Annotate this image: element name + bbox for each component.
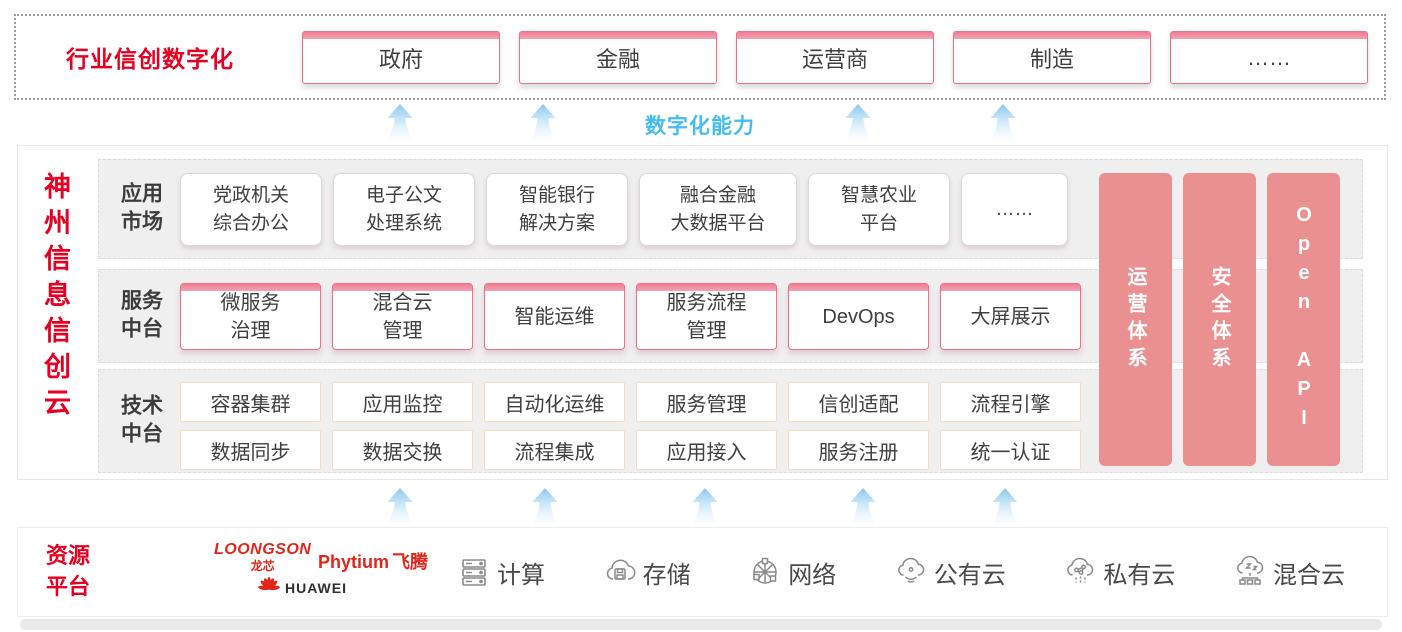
pillar-security-system: 安全体系 [1183,173,1256,466]
resource-item-private-cloud: 私有云 [1064,555,1175,590]
up-arrow-icon [387,104,413,142]
svc-box-service-process-mgmt: 服务流程 管理 [636,283,777,350]
industry-box-more: …… [1170,31,1368,84]
industry-box-finance: 金融 [519,31,717,84]
resource-item-public-cloud: 公有云 [895,555,1006,590]
tech-box-service-registry: 服务注册 [788,430,929,470]
svc-box-intelligent-ops: 智能运维 [484,283,625,350]
network-globe-icon [753,557,777,584]
industry-box-list: 政府 金融 运营商 制造 …… [302,31,1368,84]
up-arrow-icon [387,488,413,526]
service-platform-boxes: 微服务 治理 混合云 管理 智能运维 服务流程 管理 DevOps [180,283,1081,350]
industry-box-government: 政府 [302,31,500,84]
up-arrow-icon [532,488,558,526]
cloud-platform-panel: 神州信息信创云 应用 市场 党政机关 综合办公 电子公文 处理系统 智能银行 解… [17,145,1388,480]
svc-box-devops: DevOps [788,283,929,350]
private-cloud-icon [1067,557,1094,583]
capability-label: 数字化能力 [645,115,755,138]
up-arrow-icon [845,104,871,142]
resource-item-hybrid-cloud: 混合云 [1234,555,1345,590]
up-arrow-icon [990,104,1016,142]
tech-box-automated-ops: 自动化运维 [484,382,625,422]
huawei-flower-icon [258,577,280,591]
tech-box-service-mgmt: 服务管理 [636,382,777,422]
app-market-row: 应用 市场 党政机关 综合办公 电子公文 处理系统 智能银行 解决方案 融合金融 [98,159,1363,259]
app-box-party-gov-office: 党政机关 综合办公 [180,173,322,246]
svc-box-microservice-governance: 微服务 治理 [180,283,321,350]
app-box-more: …… [961,173,1068,246]
tech-box-process-engine: 流程引擎 [940,382,1081,422]
app-box-smart-banking: 智能银行 解决方案 [486,173,628,246]
service-platform-row: 服务 中台 微服务 治理 混合云 管理 智能运维 服务流程 管理 [98,269,1363,363]
phytium-logo: Phytium 飞腾 [318,552,429,572]
app-market-label: 应用 市场 [121,182,163,234]
service-platform-label: 服务 中台 [121,289,163,341]
banner-title: 行业信创数字化 [66,46,234,72]
tech-platform-row: 技术 中台 容器集群 应用监控 自动化运维 服务管理 信创适配 流程引擎 数据同… [98,369,1363,473]
svc-box-big-screen-display: 大屏展示 [940,283,1081,350]
tech-box-container-cluster: 容器集群 [180,382,321,422]
resource-platform-title: 资源 平台 [46,543,91,599]
storage-cloud-icon [606,559,636,580]
tech-box-data-exchange: 数据交换 [332,430,473,470]
compute-server-icon [462,559,486,586]
platform-vertical-title: 神州信息信创云 [40,172,70,424]
pillar-operations-system: 运营体系 [1099,173,1172,466]
up-arrow-icon [850,488,876,526]
resource-item-compute: 计算 [458,555,545,590]
resource-item-list: 计算 存储 [458,528,1345,616]
tech-box-app-access: 应用接入 [636,430,777,470]
public-cloud-icon [897,557,925,583]
app-market-boxes: 党政机关 综合办公 电子公文 处理系统 智能银行 解决方案 融合金融 大数据平台… [180,173,1068,246]
tech-boxes-top: 容器集群 应用监控 自动化运维 服务管理 信创适配 流程引擎 [180,382,1081,422]
pillar-open-api: Open API [1267,173,1340,466]
up-arrow-icon [992,488,1018,526]
resource-item-network: 网络 [749,555,836,590]
industry-box-operator: 运营商 [736,31,934,84]
app-box-finance-bigdata: 融合金融 大数据平台 [639,173,797,246]
industry-box-manufacturing: 制造 [953,31,1151,84]
hybrid-cloud-icon [1237,556,1264,585]
resource-item-storage: 存储 [604,555,691,590]
up-arrow-icon [530,104,556,142]
tech-box-process-integration: 流程集成 [484,430,625,470]
huawei-logo: HUAWEI [258,577,347,599]
loongson-logo: LOONGSON 龙芯 [214,541,312,573]
tech-platform-label: 技术 中台 [121,394,163,446]
svc-box-hybrid-cloud-mgmt: 混合云 管理 [332,283,473,350]
tech-box-data-sync: 数据同步 [180,430,321,470]
resource-platform-panel: 资源 平台 LOONGSON 龙芯 Phytium 飞腾 [17,527,1388,617]
bottom-divider-bar [20,619,1382,630]
tech-box-xinchuang-adaptation: 信创适配 [788,382,929,422]
up-arrow-icon [692,488,718,526]
tech-box-app-monitoring: 应用监控 [332,382,473,422]
tech-box-unified-auth: 统一认证 [940,430,1081,470]
app-box-smart-agriculture: 智慧农业 平台 [808,173,950,246]
tech-boxes-bottom: 数据同步 数据交换 流程集成 应用接入 服务注册 统一认证 [180,430,1081,470]
industry-banner: 行业信创数字化 政府 金融 运营商 制造 …… [14,14,1386,100]
app-box-edoc-system: 电子公文 处理系统 [333,173,475,246]
